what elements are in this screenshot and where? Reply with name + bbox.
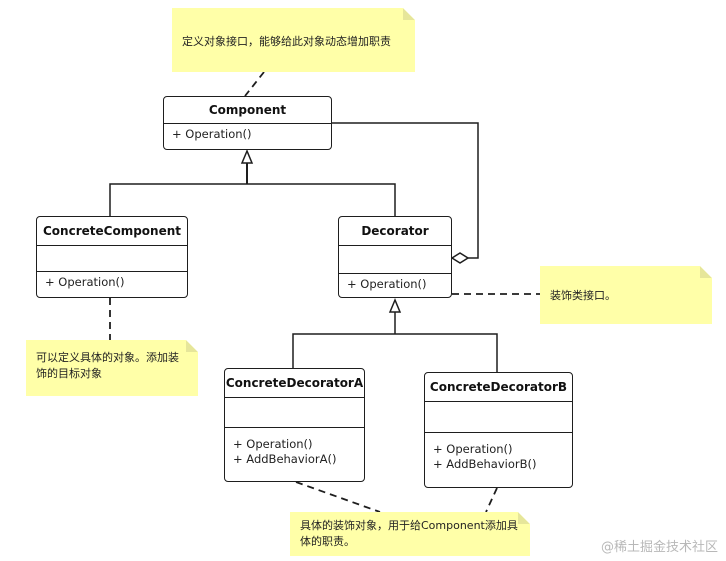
note-fold-icon bbox=[186, 340, 198, 352]
note-concrete-decorator: 具体的装饰对象，用于给Component添加具体的职责。 bbox=[290, 512, 530, 556]
operation: + Operation() bbox=[172, 127, 252, 141]
inheritance-arrow-decorator bbox=[388, 298, 402, 313]
inheritance-line-decorator bbox=[292, 333, 498, 372]
note-text: 装饰类接口。 bbox=[550, 289, 616, 302]
operations: + Operation() bbox=[339, 274, 451, 295]
inheritance-line-component bbox=[109, 183, 396, 216]
operations: + Operation() + AddBehaviorA() bbox=[225, 428, 364, 470]
aggregation-line bbox=[332, 122, 479, 259]
operation: + AddBehaviorB() bbox=[433, 457, 537, 471]
class-concrete-decorator-b[interactable]: ConcreteDecoratorB + Operation() + AddBe… bbox=[424, 372, 573, 488]
aggregation-diamond bbox=[450, 252, 470, 264]
attributes bbox=[37, 246, 187, 272]
note-text: 定义对象接口，能够给此对象动态增加职责 bbox=[182, 35, 391, 48]
class-component[interactable]: Component + Operation() bbox=[163, 96, 332, 150]
class-name: ConcreteDecoratorB bbox=[425, 373, 572, 402]
note-link-decorator-b bbox=[485, 487, 498, 513]
inheritance-arrow-component bbox=[240, 149, 254, 164]
attributes bbox=[225, 398, 364, 428]
note-text: 具体的装饰对象，用于给Component添加具体的职责。 bbox=[300, 519, 518, 548]
note-fold-icon bbox=[518, 512, 530, 524]
note-link-decorator-a bbox=[295, 481, 381, 513]
note-concrete-component: 可以定义具体的对象。添加装饰的目标对象 bbox=[26, 340, 198, 396]
class-name: ConcreteDecoratorA bbox=[225, 369, 364, 398]
class-name: Decorator bbox=[339, 217, 451, 246]
class-concrete-component[interactable]: ConcreteComponent + Operation() bbox=[36, 216, 188, 298]
class-name: ConcreteComponent bbox=[37, 217, 187, 246]
note-text: 可以定义具体的对象。添加装饰的目标对象 bbox=[36, 351, 179, 380]
note-fold-icon bbox=[700, 266, 712, 278]
class-name: Component bbox=[164, 97, 331, 124]
note-decorator: 装饰类接口。 bbox=[540, 266, 712, 324]
operations: + Operation() + AddBehaviorB() bbox=[425, 433, 572, 475]
operations: + Operation() bbox=[164, 124, 331, 145]
watermark: @稀土掘金技术社区 bbox=[600, 540, 718, 555]
operation: + Operation() bbox=[433, 442, 513, 456]
operation: + Operation() bbox=[45, 275, 125, 289]
operation: + Operation() bbox=[347, 277, 427, 291]
operation: + Operation() bbox=[233, 437, 313, 451]
attributes bbox=[425, 402, 572, 433]
note-component: 定义对象接口，能够给此对象动态增加职责 bbox=[172, 8, 415, 72]
note-fold-icon bbox=[403, 8, 415, 20]
operations: + Operation() bbox=[37, 272, 187, 293]
attributes bbox=[339, 246, 451, 274]
class-decorator[interactable]: Decorator + Operation() bbox=[338, 216, 452, 298]
note-link-component bbox=[244, 71, 265, 97]
class-concrete-decorator-a[interactable]: ConcreteDecoratorA + Operation() + AddBe… bbox=[224, 368, 365, 482]
operation: + AddBehaviorA() bbox=[233, 452, 337, 466]
